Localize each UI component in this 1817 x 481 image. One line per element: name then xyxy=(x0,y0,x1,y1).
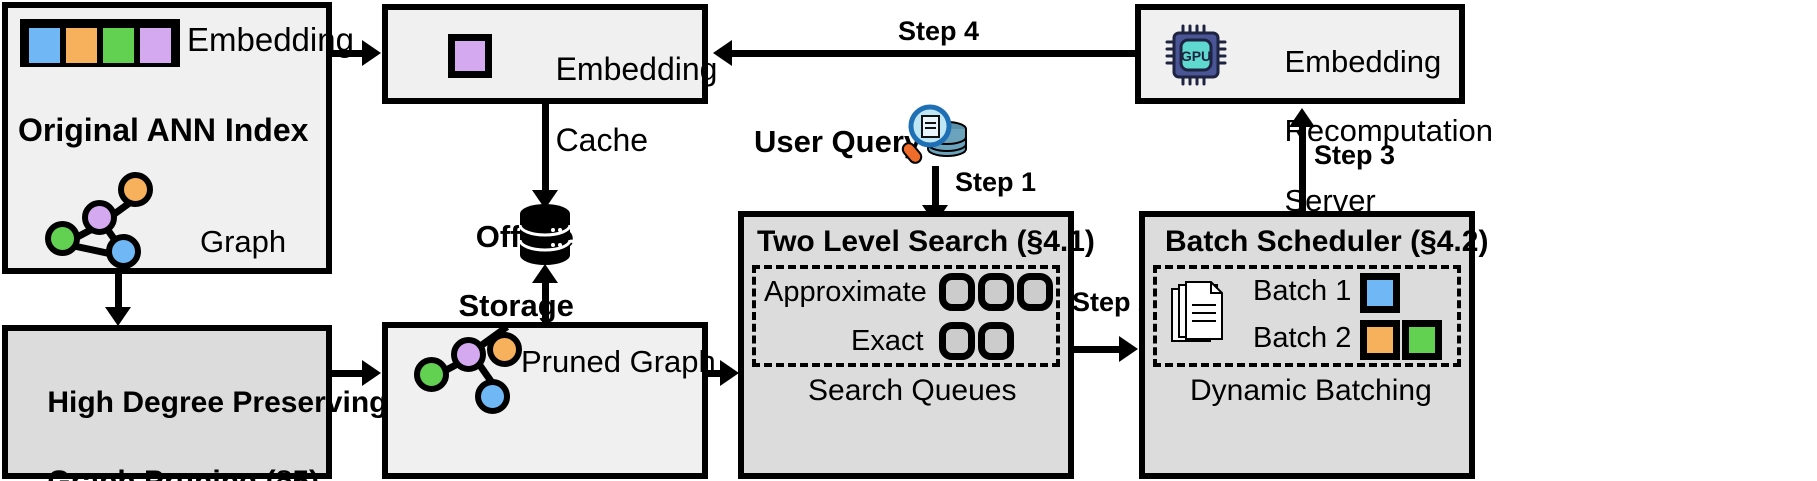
approximate-row-label: Approximate xyxy=(764,276,927,308)
original-ann-index-title: Original ANN Index xyxy=(18,112,309,148)
dynamic-batching-dashed-region xyxy=(1153,265,1461,367)
embedding-cache-swatch xyxy=(448,34,492,78)
gpu-icon-text: GPU xyxy=(1181,48,1211,64)
search-queues-dashed-region xyxy=(752,265,1060,367)
two-level-search-title: Two Level Search (§4.1) xyxy=(757,225,1095,258)
arrow-index-to-pruning-line xyxy=(115,274,122,314)
graph-node-orange xyxy=(118,172,153,207)
embedding-swatch-blue xyxy=(26,25,63,66)
database-cylinder-icon xyxy=(519,204,571,265)
step-3-label: Step 3 xyxy=(1314,140,1396,170)
recomputation-server-title: Embedding Recomputation Server xyxy=(1250,10,1493,253)
graph-pruning-title-line2: Graph Pruning (§5) xyxy=(47,465,319,481)
graph-pruning-box xyxy=(2,325,332,479)
user-query-label: User Query xyxy=(754,124,922,159)
step-1-label: Step 1 xyxy=(955,167,1037,197)
batch-2-swatch-orange xyxy=(1360,320,1400,360)
graph-node-green xyxy=(45,221,80,256)
pruned-graph-node-green xyxy=(414,357,449,392)
embedding-cache-box xyxy=(382,4,708,104)
graph-label: Graph xyxy=(200,224,287,259)
arrow-server-to-cache-line xyxy=(730,50,1138,57)
exact-queue-slot xyxy=(978,322,1014,360)
search-queues-caption: Search Queues xyxy=(808,374,1017,407)
recomputation-server-title-line1: Embedding xyxy=(1284,43,1442,79)
batch-scheduler-title: Batch Scheduler (§4.2) xyxy=(1165,225,1489,258)
documents-stack-icon xyxy=(1171,281,1223,342)
arrow-pruned-to-storage-line xyxy=(542,272,549,322)
batch-1-swatch-blue xyxy=(1360,273,1400,313)
graph-pruning-title: High Degree Preserving Graph Pruning (§5… xyxy=(14,343,387,481)
recomputation-server-title-line3: Server xyxy=(1284,182,1376,218)
embedding-label: Embedding xyxy=(187,21,354,58)
arrow-search-to-batch-head xyxy=(1119,336,1138,362)
embedding-cache-title-line2: Cache xyxy=(555,122,649,159)
arrow-cache-to-storage-head xyxy=(532,190,558,209)
embedding-swatch-purple xyxy=(137,25,174,66)
arrow-search-to-batch-line xyxy=(1074,346,1124,353)
approximate-queue-slot xyxy=(1017,273,1053,311)
batch-2-label: Batch 2 xyxy=(1253,322,1352,354)
magnifier-database-icon xyxy=(901,104,967,164)
arrow-batch-to-server-line xyxy=(1299,117,1306,211)
arrow-index-to-cache-line xyxy=(332,50,367,57)
embedding-swatch-green xyxy=(100,25,137,66)
arrow-cache-to-storage-line xyxy=(542,104,549,196)
pruned-graph-node-purple xyxy=(451,337,486,372)
gpu-chip-icon: GPU xyxy=(1165,24,1227,86)
embedding-cache-title: Embedding Cache xyxy=(520,16,718,195)
approximate-queue-slot xyxy=(939,273,975,311)
pruned-graph-node-orange xyxy=(487,332,522,367)
pruned-graph-box xyxy=(382,322,708,479)
arrow-pruning-to-pruned-head xyxy=(362,360,381,386)
exact-row-label: Exact xyxy=(851,325,924,357)
arrow-pruning-to-pruned-line xyxy=(332,370,367,377)
arrow-batch-to-server-head xyxy=(1289,108,1315,127)
arrow-query-to-search-line xyxy=(932,166,939,211)
batch-1-label: Batch 1 xyxy=(1253,275,1352,307)
graph-node-purple xyxy=(82,200,117,235)
arrow-index-to-pruning-head xyxy=(105,307,131,326)
embedding-cache-title-line1: Embedding xyxy=(555,50,718,87)
graph-node-blue xyxy=(106,234,141,269)
embedding-swatch-orange xyxy=(63,25,100,66)
arrow-server-to-cache-head xyxy=(713,40,732,66)
embedding-swatch-strip xyxy=(20,19,180,67)
approximate-queue-slot xyxy=(978,273,1014,311)
arrow-index-to-cache-head xyxy=(362,40,381,66)
graph-pruning-title-line1: High Degree Preserving xyxy=(47,385,388,419)
recomputation-server-title-line2: Recomputation xyxy=(1284,113,1493,149)
two-level-search-box xyxy=(738,211,1074,479)
dynamic-batching-caption: Dynamic Batching xyxy=(1190,374,1432,407)
step-4-label: Step 4 xyxy=(898,16,980,46)
offline-storage-label-line2: Storage xyxy=(458,288,574,324)
arrow-pruned-to-storage-head xyxy=(532,264,558,283)
arrow-pruned-to-search-head xyxy=(720,360,739,386)
batch-2-swatch-green xyxy=(1402,320,1442,360)
pruned-graph-node-blue xyxy=(475,379,510,414)
exact-queue-slot xyxy=(939,322,975,360)
arrow-pruned-to-search-line xyxy=(708,370,726,377)
pruned-graph-label: Pruned Graph xyxy=(521,344,716,379)
